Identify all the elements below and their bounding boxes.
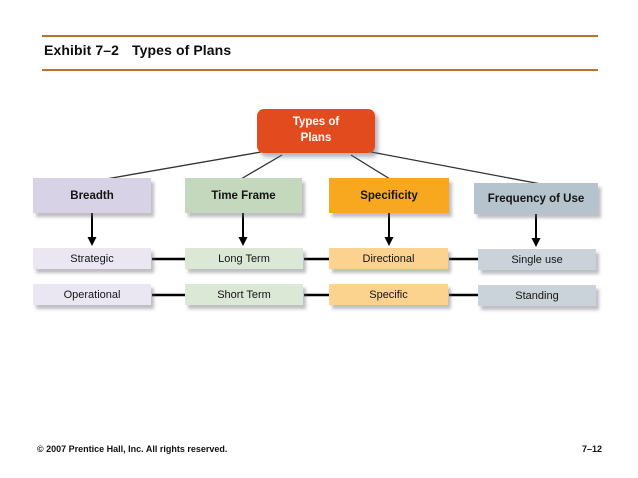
arrow-frequency	[531, 214, 541, 247]
node-frequency-of-use: Frequency of Use	[474, 183, 598, 214]
node-single-use: Single use	[478, 249, 596, 270]
exhibit-label: Exhibit 7–2	[44, 42, 120, 58]
copyright-text: © 2007 Prentice Hall, Inc. All rights re…	[37, 444, 228, 454]
title-rule-bottom	[42, 69, 598, 71]
node-specificity: Specificity	[329, 178, 449, 213]
line-root-specificity	[350, 154, 391, 180]
slide-title-text: Types of Plans	[132, 42, 232, 58]
node-types-of-plans: Types of Plans	[257, 109, 375, 153]
node-standing: Standing	[478, 285, 596, 306]
arrow-specificity	[384, 213, 394, 246]
line-root-frequency	[370, 151, 542, 185]
arrow-timeframe	[238, 213, 248, 246]
node-directional: Directional	[329, 248, 448, 269]
node-short-term: Short Term	[185, 284, 303, 305]
slide-title: Exhibit 7–2 Types of Plans	[44, 42, 231, 58]
node-strategic: Strategic	[33, 248, 151, 269]
line-root-breadth	[105, 151, 262, 180]
title-rule-top	[42, 35, 598, 37]
node-long-term: Long Term	[185, 248, 303, 269]
arrow-breadth	[87, 213, 97, 246]
node-breadth: Breadth	[33, 178, 151, 213]
page-number: 7–12	[581, 444, 602, 454]
node-specific: Specific	[329, 284, 448, 305]
node-operational: Operational	[33, 284, 151, 305]
node-time-frame: Time Frame	[185, 178, 302, 213]
line-root-timeframe	[240, 154, 283, 180]
